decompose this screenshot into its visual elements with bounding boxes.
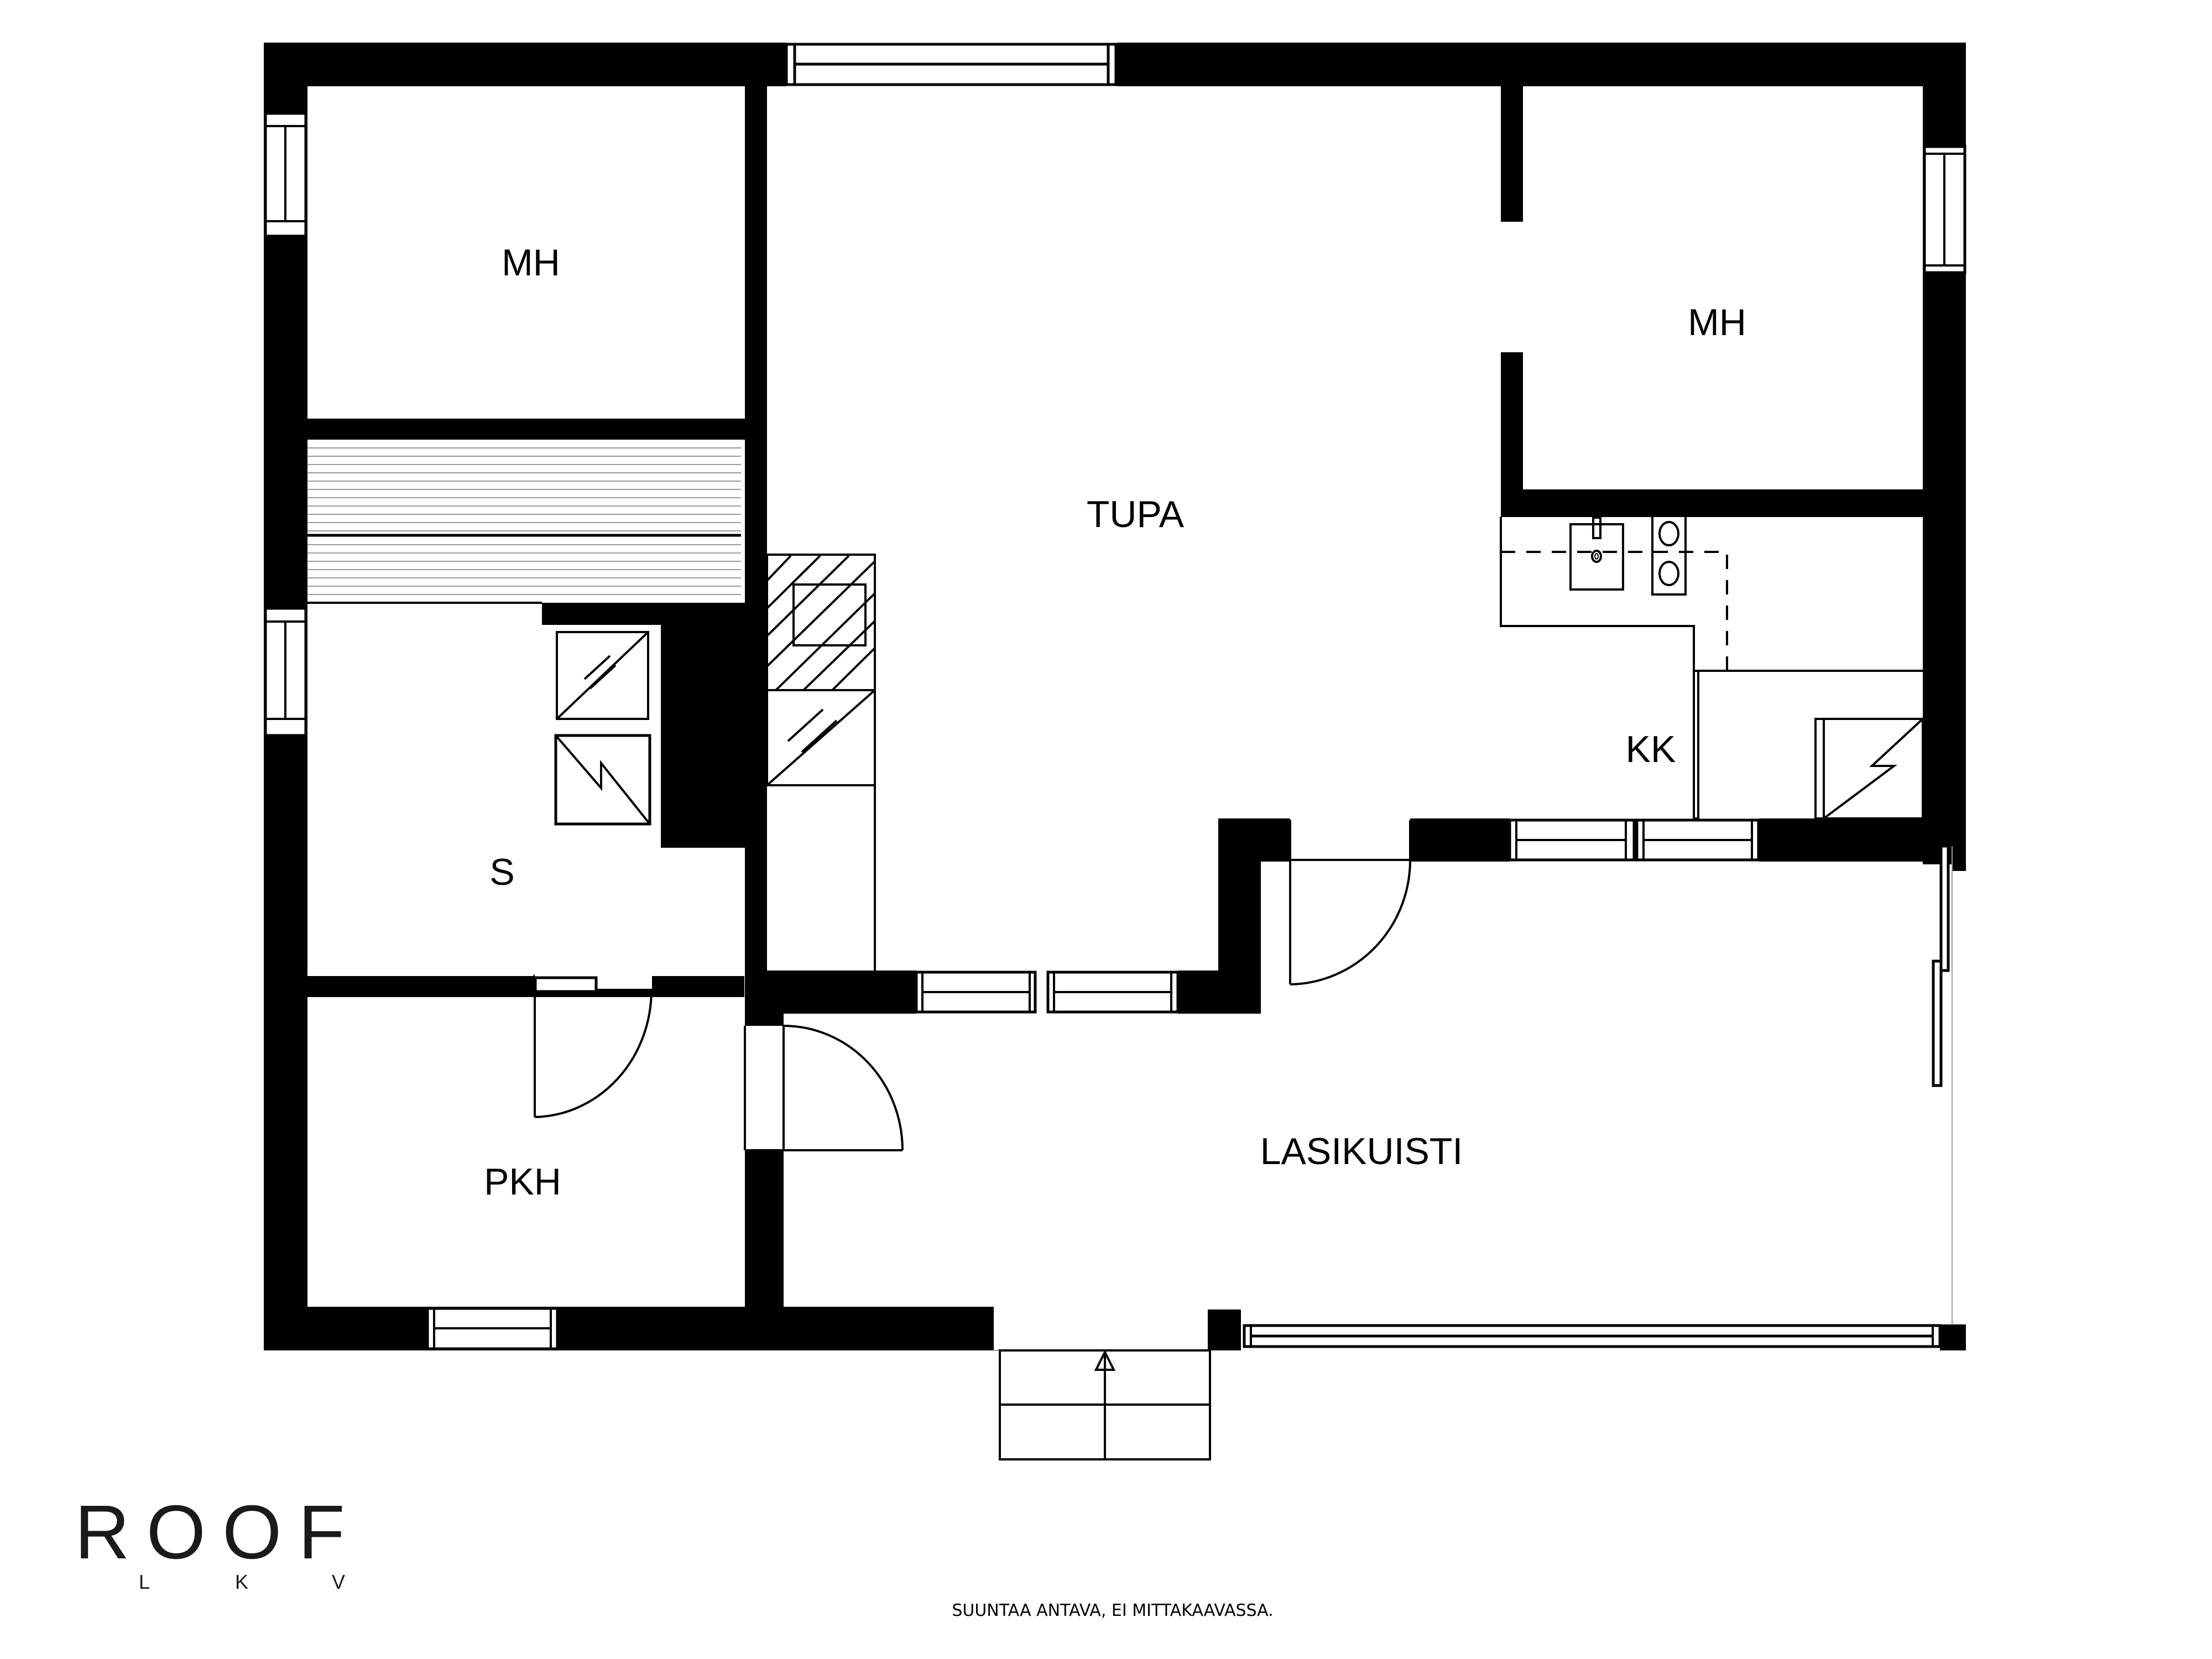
entrance-arrow-icon [1094,1349,1116,1371]
sink-icon [1569,517,1624,591]
logo-text: ROOF [75,1490,362,1575]
fireplace-icon [766,554,876,971]
windows [264,43,1966,1350]
water-heater-icon [554,734,651,826]
room-label-mh-left: MH [502,242,560,284]
room-label-pkh: PKH [484,1161,561,1203]
room-label-kk: KK [1626,728,1676,770]
logo-sub-k: K [235,1571,248,1593]
room-label-tupa: TUPA [1087,493,1185,535]
refrigerator-icon [1693,670,1770,820]
scale-disclaimer: SUUNTAA ANTAVA, EI MITTAKAAVASSA. [952,1601,1273,1620]
kitchen-counter [1500,517,1924,818]
room-labels: MH TUPA MH KK S PKH LASIKUISTI [484,242,1746,1203]
logo: ROOF L K V [75,1490,362,1593]
cooktop-icon [1651,512,1687,596]
entrance-steps [994,1349,1211,1460]
walls [264,43,1966,1350]
room-label-lasikuisti: LASIKUISTI [1260,1130,1463,1172]
logo-sub-l: L [139,1571,150,1593]
sauna-benches [307,440,745,604]
room-label-mh-right: MH [1688,301,1746,343]
sauna-stove-icon [556,631,649,720]
logo-sub-v: V [332,1571,345,1593]
room-label-s: S [489,851,514,893]
kitchen-fridge [1814,718,1924,820]
doors [533,820,1411,1151]
